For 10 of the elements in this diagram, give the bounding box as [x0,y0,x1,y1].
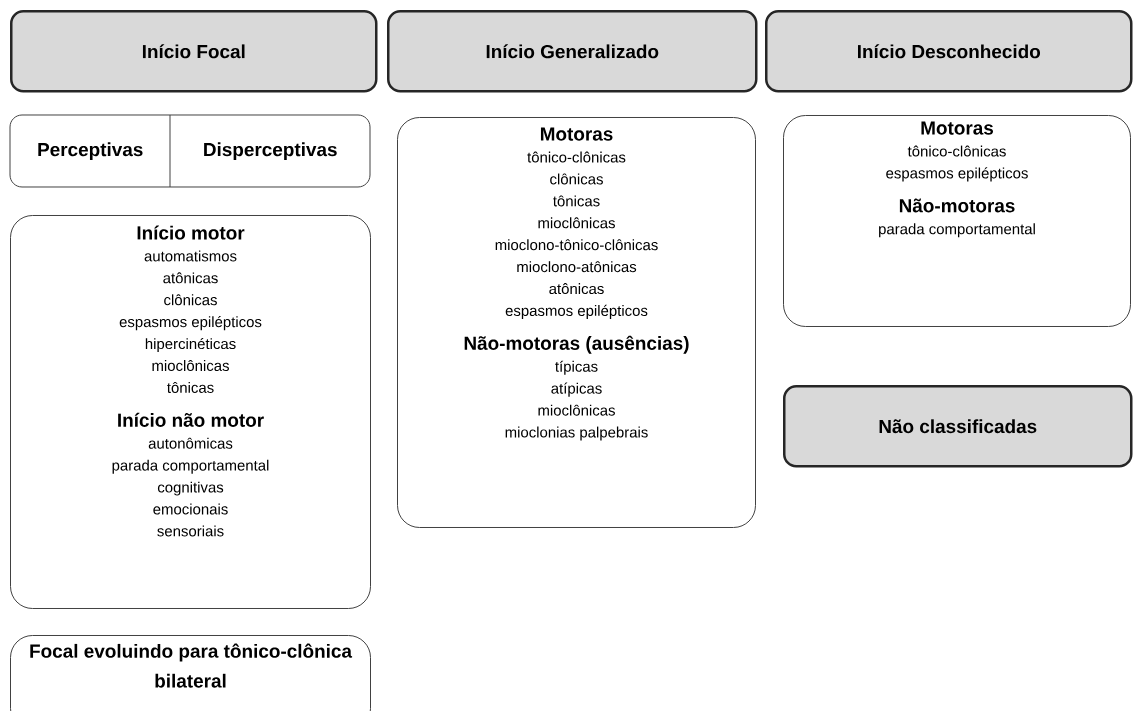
box-label: Disperceptivas [204,142,337,160]
rounded-box: Motoras tônico-clônicas espasmos epilépticos Não-motoras parada comportamental [783,115,1131,327]
header-box: Início Generalizado [387,10,758,93]
rounded-box: Motoras tônico-clônicas clônicas tônicas mioclônicas mioclono-tônico-clônicas mioclono-atônicas atônicas espasmos epilépticos Não-motoras (ausências) típicas atípicas mioclônicas mioclonias palpebrais [397,117,756,528]
header-box: Início Desconhecido [765,10,1133,93]
header-box: Início Focal [10,10,378,93]
rounded-box: Focal evoluindo para tônico-clônica bilateral [10,635,371,711]
header-box: Não classificadas [783,385,1133,468]
rounded-box: Início motor automatismos atônicas clônicas espasmos epilépticos hipercinéticas mioclônicas tônicas Início não motor autonômicas parada comportamental cognitivas emocionais sensoriais [10,215,371,609]
box-label: Perceptivas [38,142,143,160]
